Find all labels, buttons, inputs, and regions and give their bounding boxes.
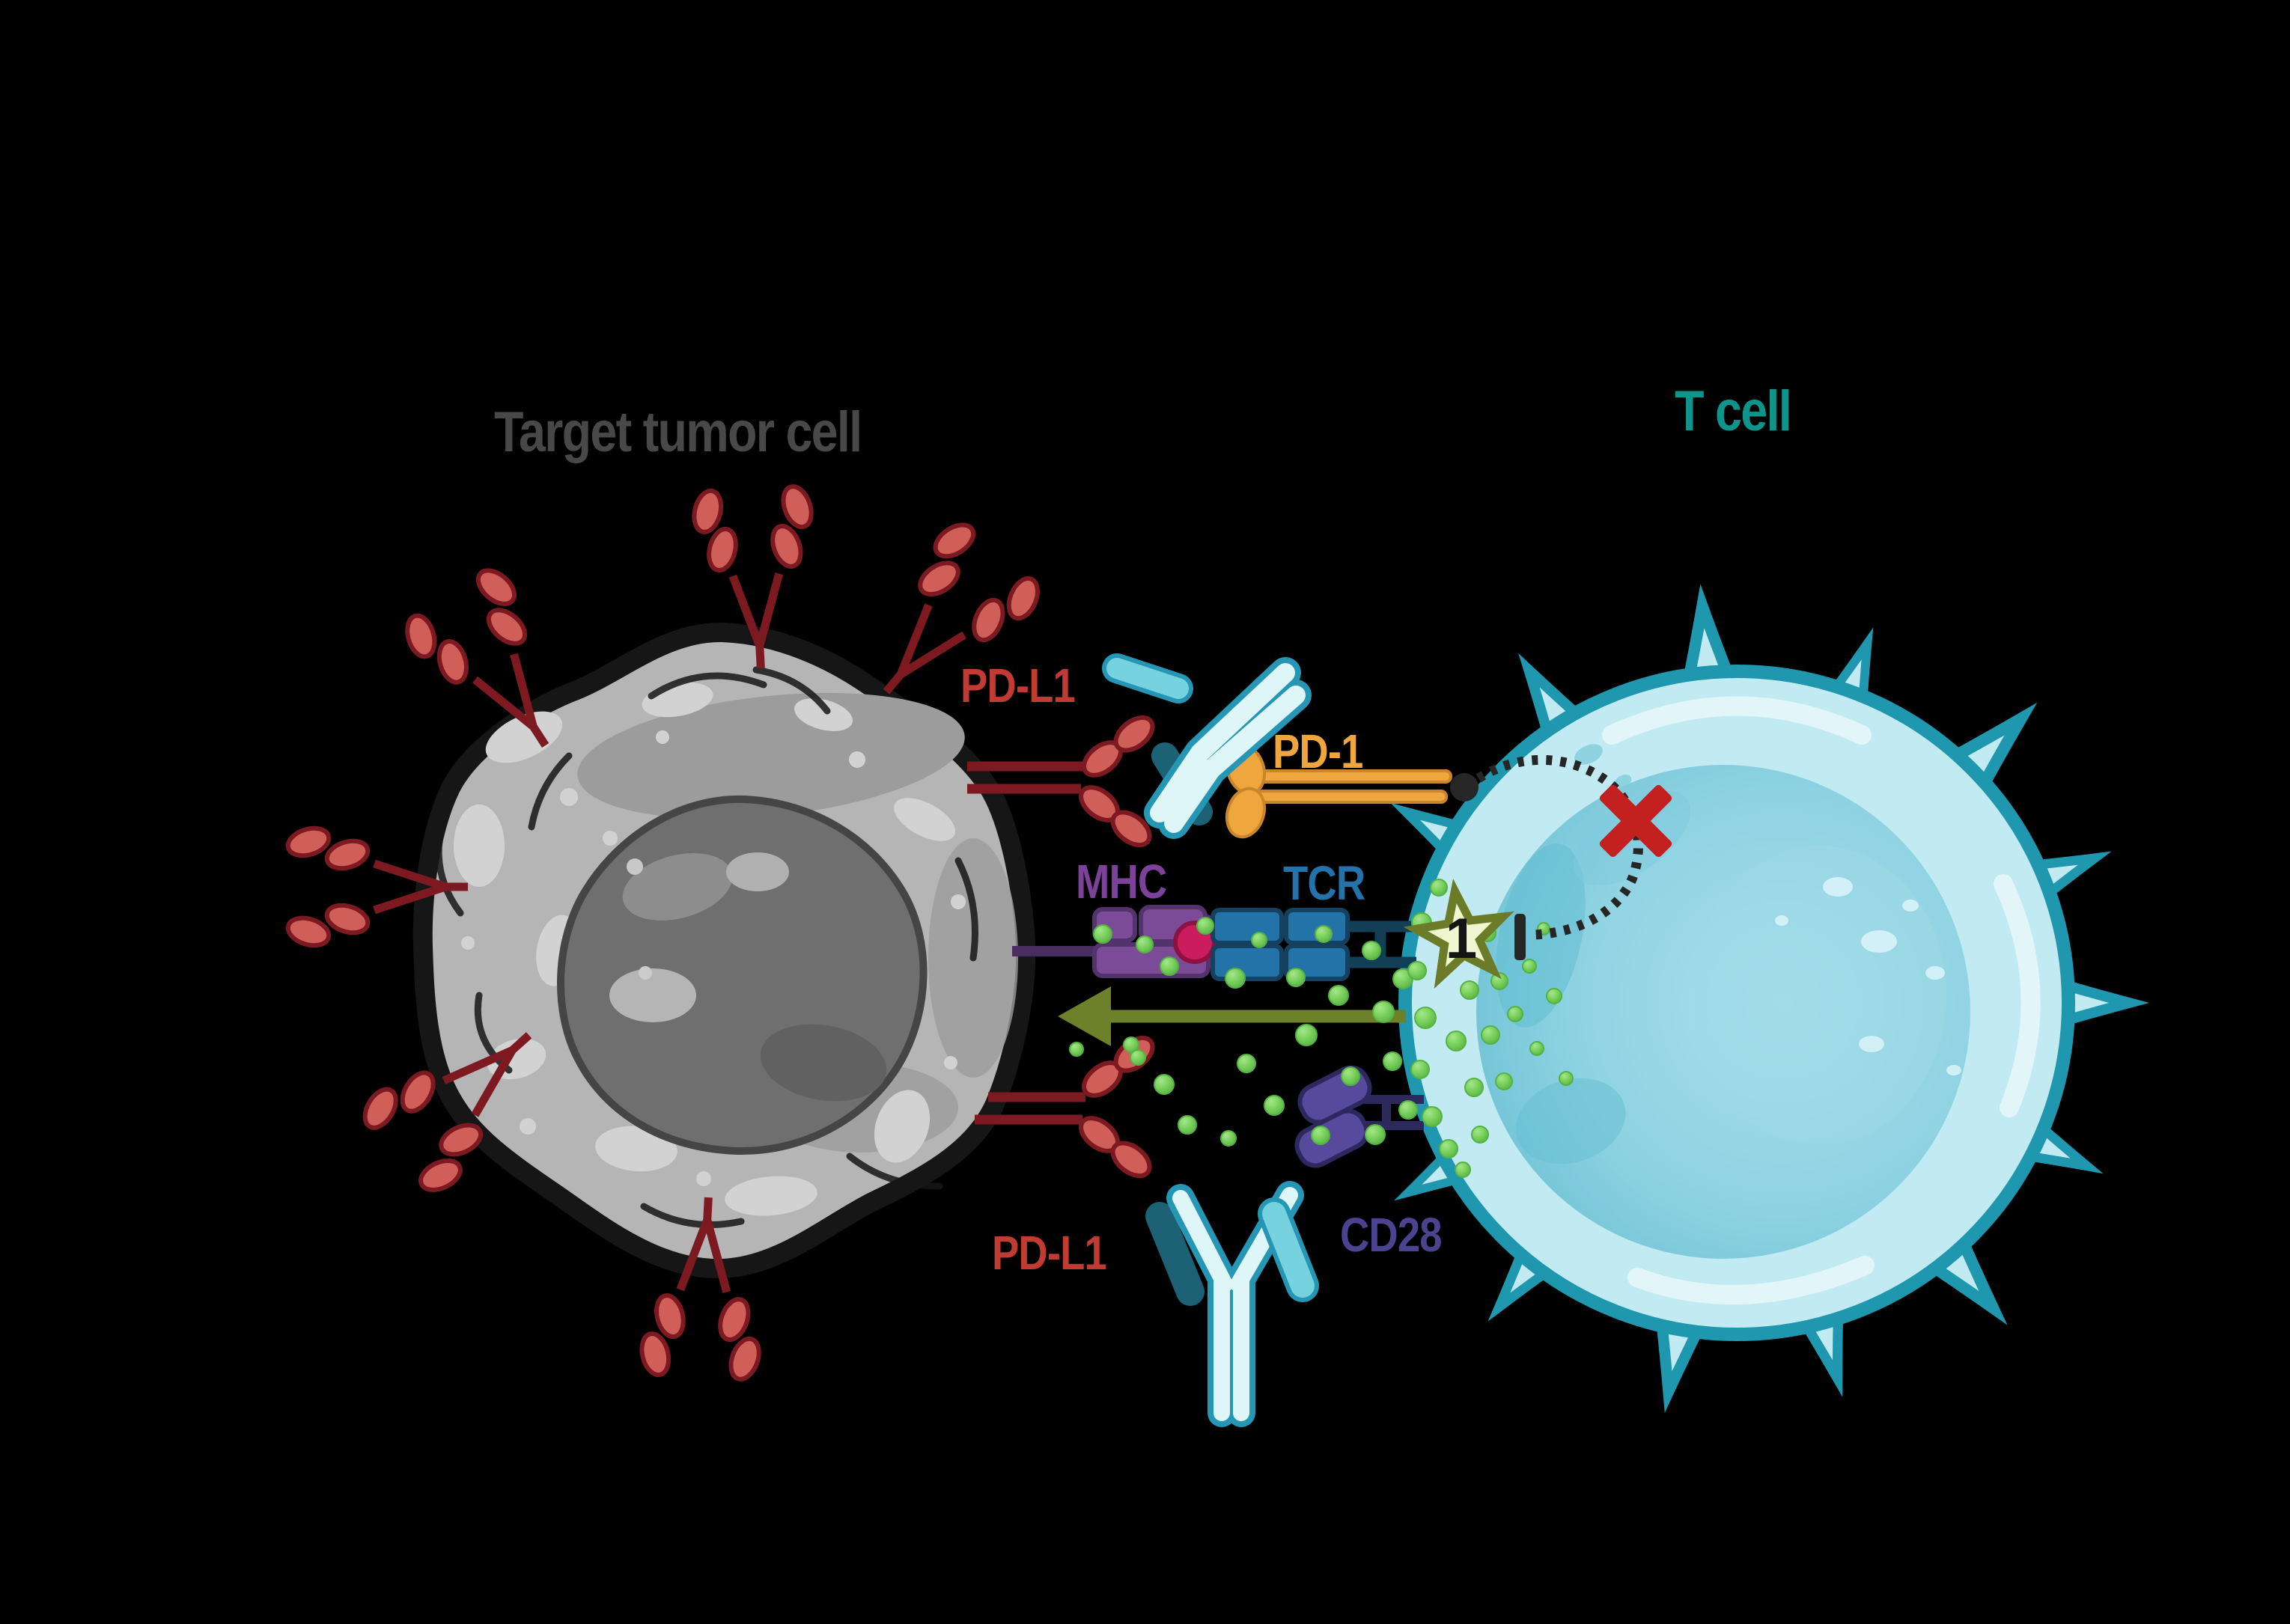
step-1-star: 1 xyxy=(1403,879,1514,989)
step-number: 1 xyxy=(1446,907,1477,971)
tumor-cell-title: Target tumor cell xyxy=(494,400,862,464)
t-cell-title: T cell xyxy=(1675,379,1792,443)
membrane-dot xyxy=(1450,773,1479,802)
cd28-label: CD28 xyxy=(1340,1208,1443,1262)
mhc-complex xyxy=(1012,905,1225,978)
inhibition-bar xyxy=(1514,914,1526,960)
cytokine-granules xyxy=(1069,879,1574,1178)
tcr-label: TCR xyxy=(1283,856,1365,910)
t-cell xyxy=(1396,604,2129,1396)
pdl1-ligand-top xyxy=(967,711,1159,852)
t-cell-inner-texture xyxy=(1496,790,1961,1164)
tcr-receptor xyxy=(1211,908,1416,981)
blocked-x-icon xyxy=(1599,784,1672,858)
pdl1-label-bottom: PD-L1 xyxy=(992,1226,1107,1280)
cytotoxic-arrow xyxy=(1058,986,1406,1046)
blocked-signal-path: 1 xyxy=(1403,755,1672,989)
t-cell-membrane-texture xyxy=(1574,696,2041,1305)
tumor-cell xyxy=(412,622,1036,1279)
tumor-nucleus xyxy=(557,795,928,1156)
anti-pdl1-antibody-bottom xyxy=(1145,1181,1319,1427)
pdl1-ligand-bottom xyxy=(975,1031,1159,1182)
pd1-label: PD-1 xyxy=(1273,724,1363,778)
pdl1-label-top: PD-L1 xyxy=(960,659,1076,712)
pd1-receptor xyxy=(1225,743,1452,839)
mhc-label: MHC xyxy=(1076,855,1167,909)
anti-pdl1-antibody-top xyxy=(1102,653,1312,839)
